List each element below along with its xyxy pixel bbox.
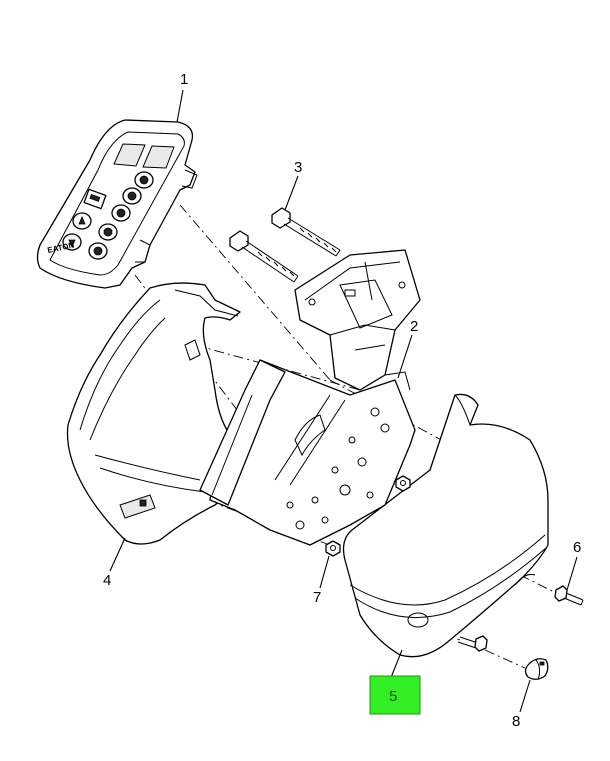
callout-labels: 1 3 2 4 7 6 8 — [103, 71, 581, 730]
part-1-keypad[interactable]: EATON — [36, 119, 198, 289]
part-3-bolts[interactable] — [229, 207, 341, 283]
nut-upper — [395, 475, 411, 492]
part-2-mounting-bracket[interactable] — [199, 249, 421, 546]
callout-2: 2 — [410, 318, 418, 335]
part-5-lower-shroud[interactable] — [342, 393, 549, 658]
part-7-nut[interactable] — [325, 540, 341, 557]
callout-8: 8 — [512, 713, 520, 730]
highlight-box[interactable] — [369, 675, 421, 715]
callout-3: 3 — [294, 159, 302, 176]
screw-lower — [457, 635, 488, 652]
callout-6: 6 — [573, 539, 581, 556]
callout-1: 1 — [180, 71, 188, 88]
keypad-buttons — [62, 171, 154, 260]
callout-5: 5 — [389, 688, 397, 705]
bolt-lower — [229, 230, 299, 283]
bolt-upper — [271, 207, 341, 257]
callout-7: 7 — [313, 589, 321, 606]
callout-4: 4 — [103, 572, 111, 589]
part-8-cap[interactable] — [524, 658, 549, 681]
leader-lines — [109, 89, 578, 713]
highlighted-callout-5[interactable]: 5 — [369, 675, 421, 715]
part-4-upper-shroud[interactable] — [66, 282, 246, 545]
part-6-screw[interactable] — [554, 585, 584, 606]
